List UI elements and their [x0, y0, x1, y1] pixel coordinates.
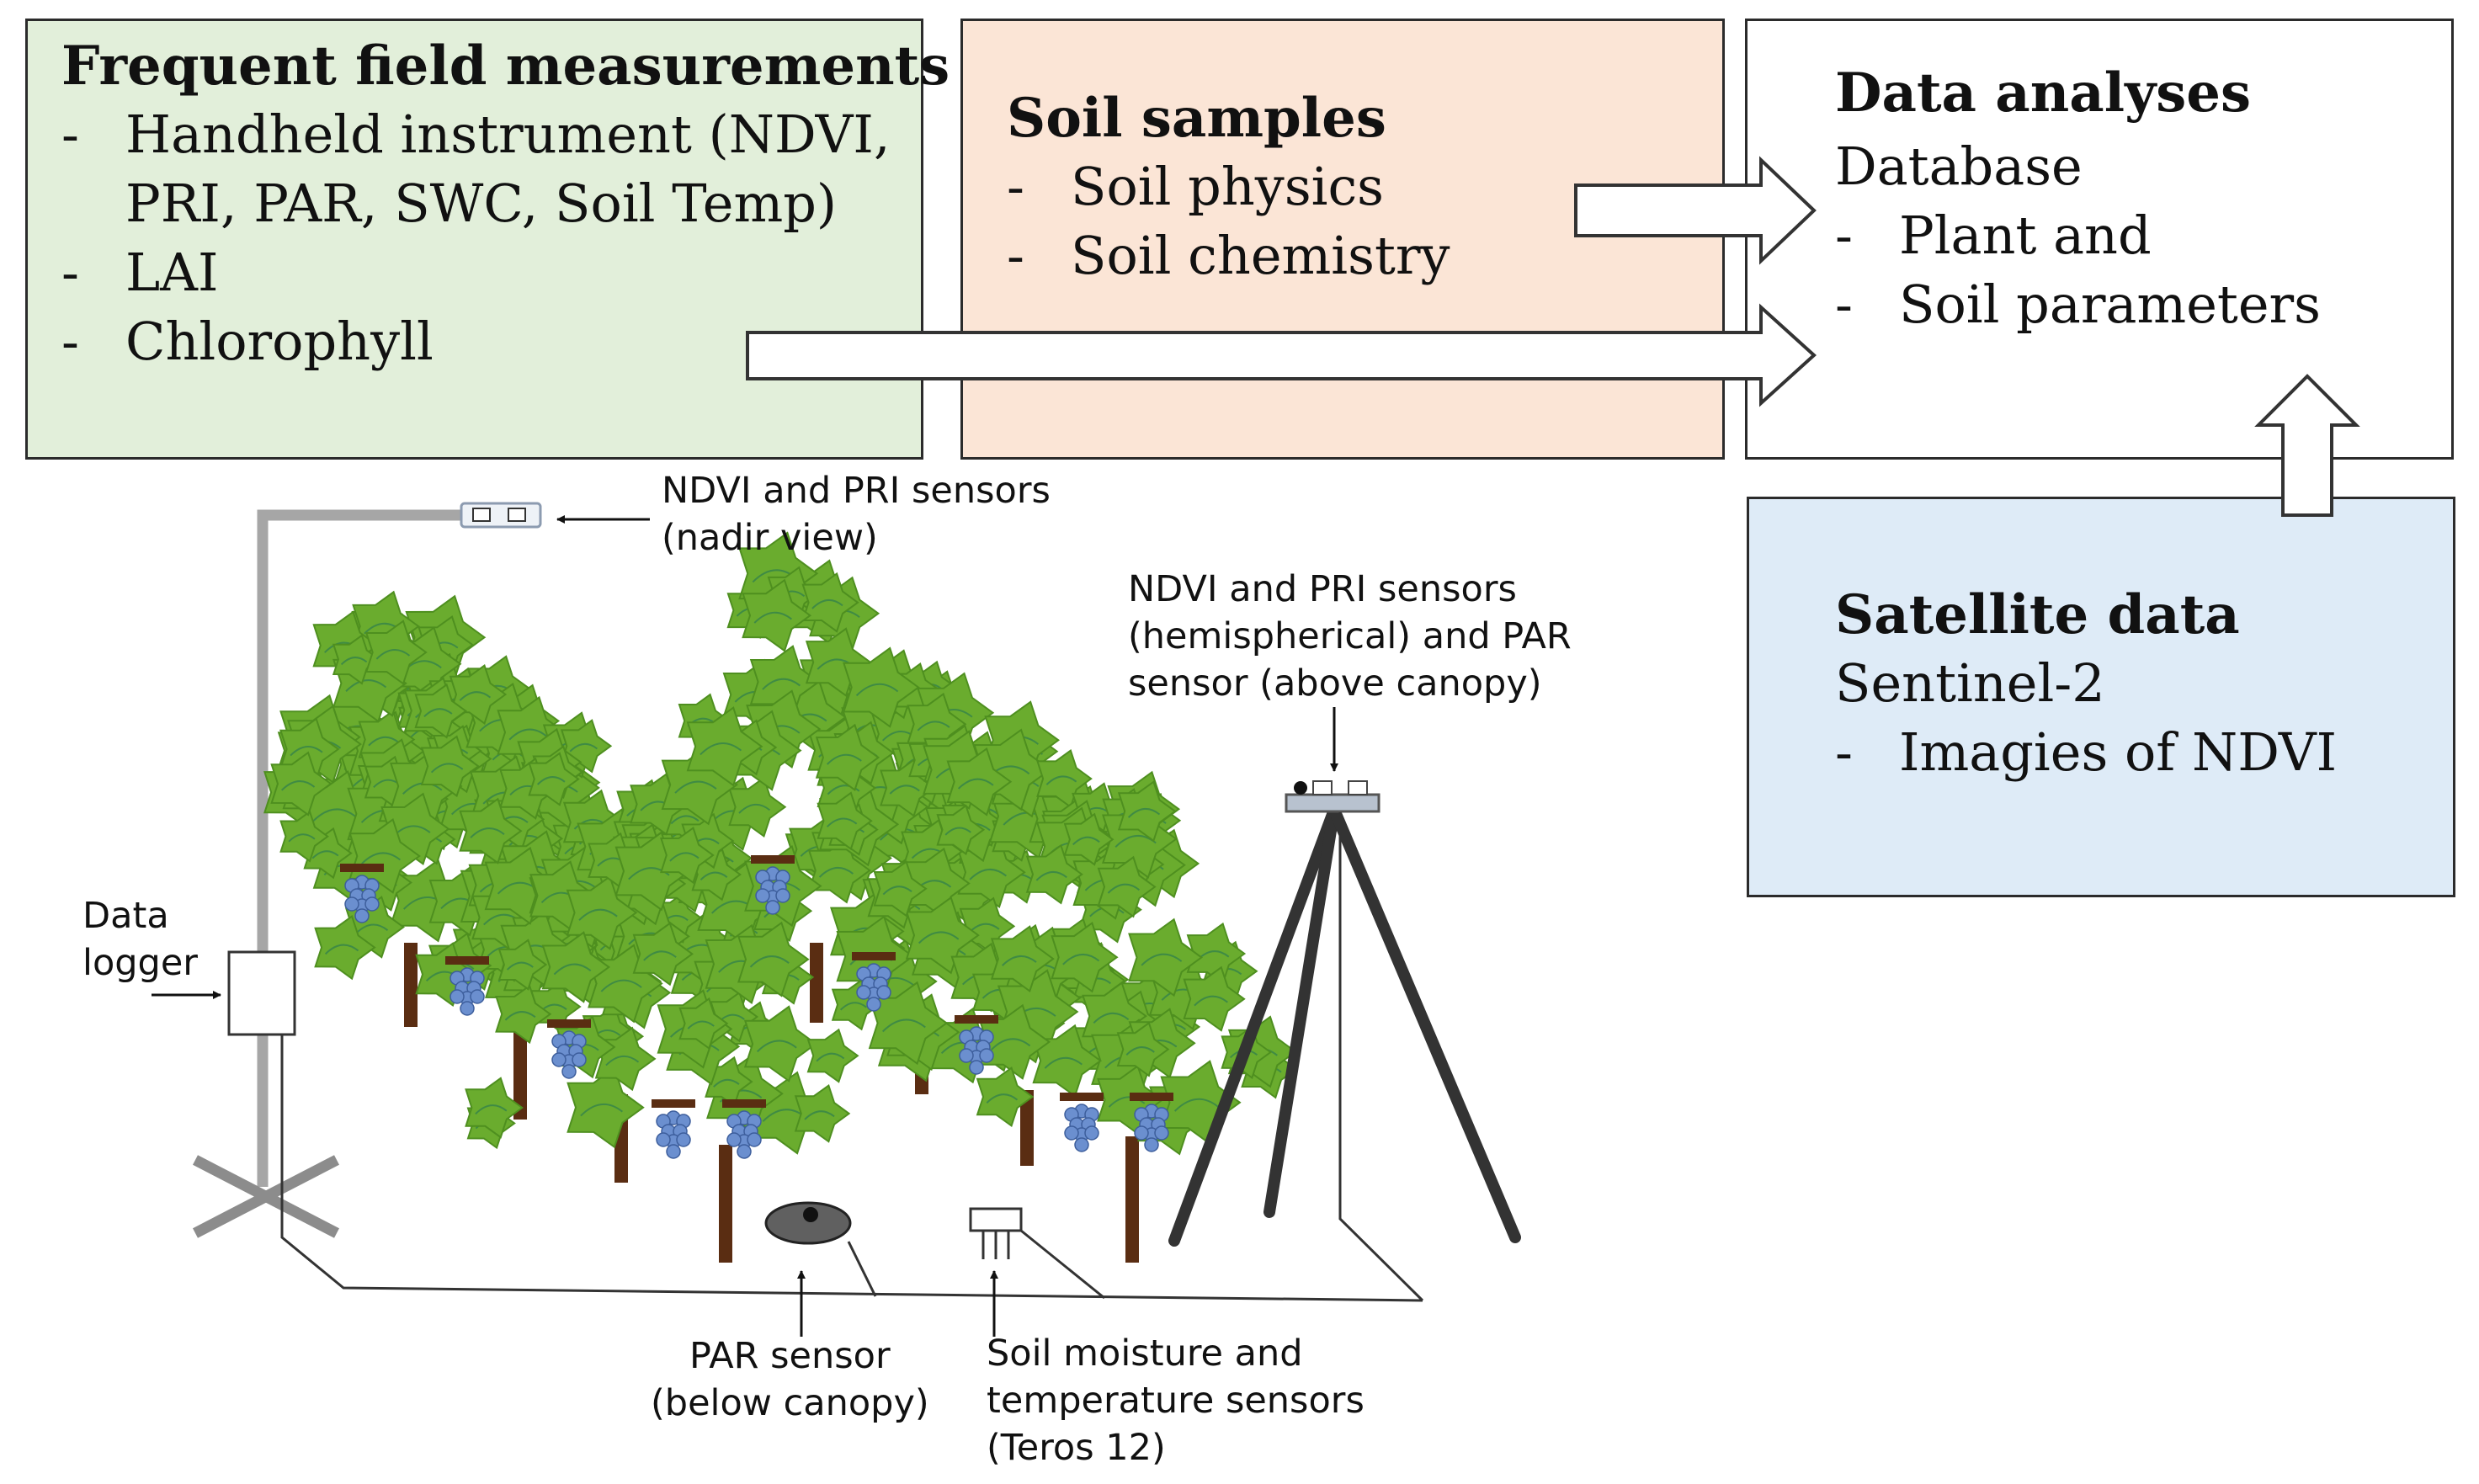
field-item: -Handheld instrument (NDVI, PRI, PAR, SW… — [61, 104, 891, 234]
grape-bunch — [852, 952, 896, 1012]
grape-bunch — [340, 864, 384, 923]
soil-item: -Soil chemistry — [1007, 225, 1450, 286]
field-item: -Chlorophyll — [61, 311, 434, 372]
sentinel-label: Sentinel-2 — [1835, 652, 2105, 714]
vine-rows — [263, 531, 1298, 1263]
grape-bunch — [722, 1099, 766, 1159]
par-sensor-icon — [764, 1201, 852, 1245]
analyses-item: -Soil parameters — [1835, 274, 2321, 335]
vine-row — [614, 531, 1298, 1263]
cables — [280, 812, 1424, 1302]
grape-bunch — [445, 956, 489, 1016]
grape-bunch — [1060, 1093, 1104, 1152]
grape-bunch — [751, 855, 795, 915]
vine-trunk — [719, 1145, 732, 1263]
grape-bunch — [1130, 1093, 1173, 1152]
soil-sensor-icon — [969, 1207, 1023, 1259]
hemispherical-sensors-label: NDVI and PRI sensors (hemispherical) and… — [1128, 568, 1572, 705]
field-measurements-box: Frequent field measurements -Handheld in… — [25, 19, 950, 460]
vine-canopy — [263, 590, 859, 1155]
data-analyses-box: Data analyses Database -Plant and -Soil … — [1745, 19, 2454, 460]
data-analyses-title: Data analyses — [1835, 61, 2252, 125]
data-logger-box — [227, 950, 296, 1036]
satellite-item: -Imagies of NDVI — [1835, 721, 2338, 783]
vine-trunk — [1020, 1090, 1034, 1166]
par-sensor-label: PAR sensor (below canopy) — [651, 1335, 929, 1424]
vine-trunk — [810, 943, 823, 1023]
vine-trunk — [513, 1029, 527, 1120]
soil-samples-title: Soil samples — [1007, 87, 1386, 150]
nadir-sensors-label: NDVI and PRI sensors (nadir view) — [662, 470, 1051, 559]
soil-item: -Soil physics — [1007, 156, 1384, 217]
satellite-data-box: Satellite data Sentinel-2 -Imagies of ND… — [1747, 497, 2455, 897]
analyses-item: -Plant and — [1835, 205, 2152, 266]
grape-bunch — [547, 1019, 591, 1079]
vine-canopy — [614, 531, 1298, 1156]
soil-samples-box: Soil samples -Soil physics -Soil chemist… — [960, 19, 1725, 460]
soil-sensors-label: Soil moisture and temperature sensors (T… — [987, 1332, 1365, 1469]
nadir-sensor-icon — [460, 502, 542, 529]
grape-bunch — [652, 1099, 695, 1159]
vine-row — [263, 590, 859, 1263]
tripod — [1168, 804, 1521, 1247]
field-measurements-title: Frequent field measurements — [61, 35, 950, 98]
hemispherical-sensor-icon — [1285, 780, 1380, 813]
database-label: Database — [1835, 136, 2083, 197]
vine-trunk — [1125, 1136, 1139, 1263]
satellite-data-title: Satellite data — [1835, 583, 2240, 646]
field-item: -LAI — [61, 242, 219, 303]
data-logger-label: Data logger — [82, 895, 198, 984]
vine-trunk — [404, 943, 418, 1027]
pointer-arrows — [152, 515, 1338, 1337]
grape-bunch — [955, 1015, 998, 1075]
